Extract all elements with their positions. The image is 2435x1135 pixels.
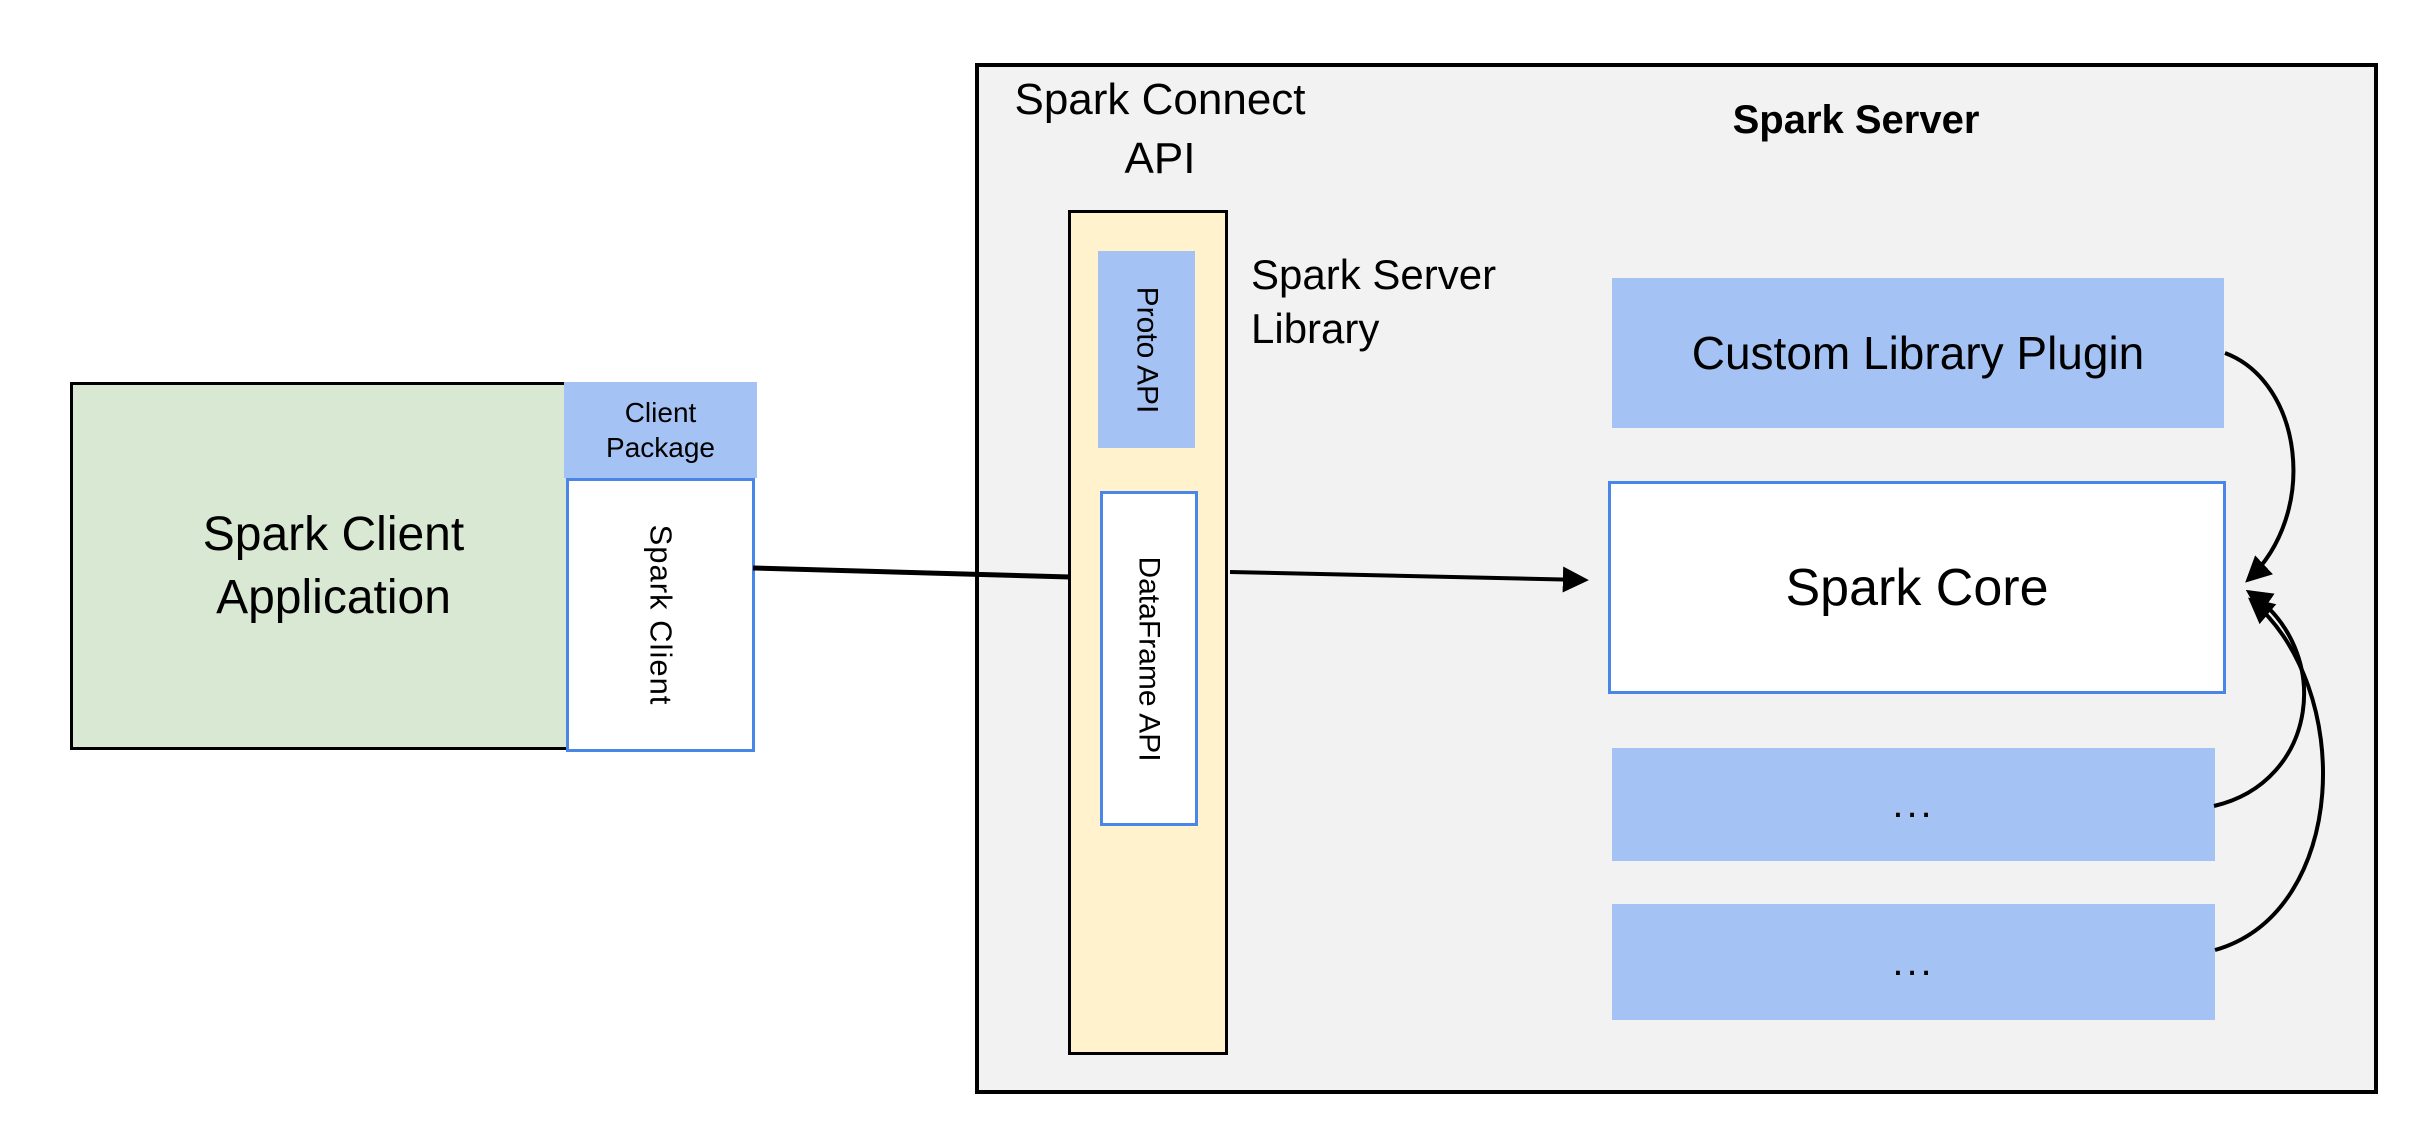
misc-plugin-box-1-label: ... (1892, 782, 1935, 826)
proto-api-box: Proto API (1098, 251, 1195, 448)
client-package-box: Client Package (564, 382, 757, 478)
custom-library-plugin-label: Custom Library Plugin (1691, 327, 2145, 379)
spark-core-box: Spark Core (1608, 481, 2226, 694)
misc-plugin-box-2: ... (1612, 904, 2215, 1020)
misc-plugin-box-1: ... (1612, 748, 2215, 861)
client-package-line1: Client (624, 397, 697, 428)
spark-client-application-box: Spark Client Application (70, 382, 597, 750)
client-app-line1: Spark Client (202, 508, 465, 561)
spark-server-library-line1: Spark Server (1251, 251, 1497, 298)
custom-library-plugin-box: Custom Library Plugin (1612, 278, 2224, 428)
spark-connect-api-line1: Spark Connect (1014, 75, 1306, 124)
dataframe-api-box: DataFrame API (1100, 491, 1198, 826)
misc-plugin-box-2-label: ... (1892, 939, 1935, 984)
spark-client-label: Spark Client (643, 524, 679, 706)
spark-connect-api-label: Spark Connect API (1000, 70, 1320, 188)
dataframe-api-label: DataFrame API (1133, 555, 1167, 762)
client-package-line2: Package (606, 432, 715, 463)
spark-server-library-label: Spark Server Library (1251, 248, 1581, 356)
spark-client-box: Spark Client (566, 478, 755, 752)
spark-connect-api-line2: API (1124, 134, 1196, 183)
spark-server-library-line2: Library (1251, 305, 1380, 352)
spark-core-label: Spark Core (1785, 558, 2049, 617)
client-app-line2: Application (216, 571, 451, 624)
spark-server-title: Spark Server (1732, 98, 1980, 142)
proto-api-label: Proto API (1130, 286, 1164, 413)
